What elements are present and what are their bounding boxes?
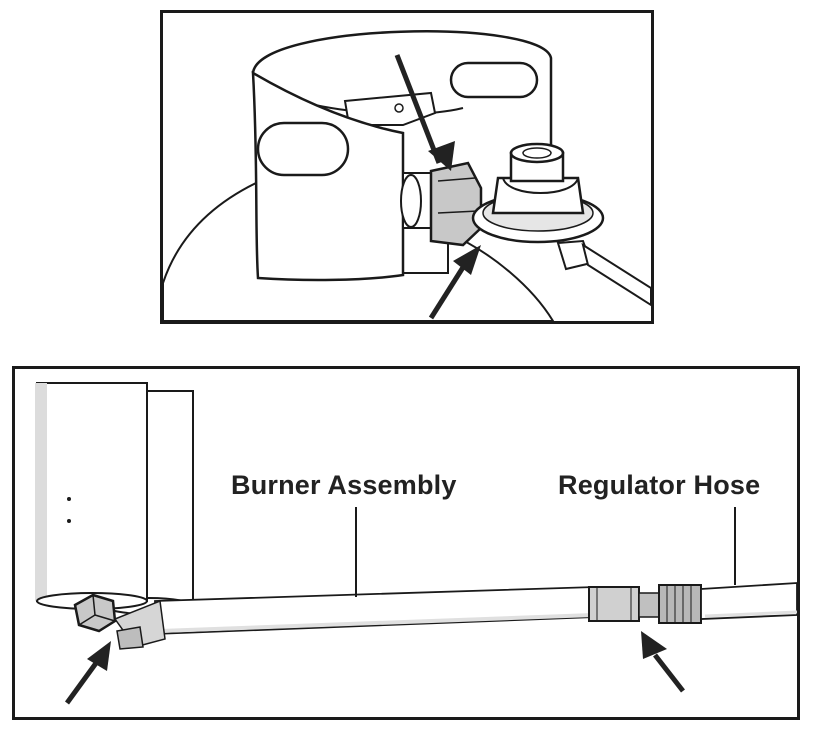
tank-connection-illustration bbox=[163, 30, 651, 321]
arrowhead-upper bbox=[428, 141, 455, 171]
regulator-hose bbox=[700, 582, 797, 620]
arrowhead-left bbox=[87, 641, 111, 671]
hose-connection-illustration bbox=[35, 382, 797, 705]
burner-assembly-label: Burner Assembly bbox=[231, 470, 457, 500]
regulator-hose-label: Regulator Hose bbox=[558, 470, 761, 500]
arrowhead-right bbox=[641, 631, 667, 659]
arrow-lower bbox=[428, 259, 470, 320]
coupling-nut bbox=[429, 161, 483, 247]
handle-cutout-front bbox=[256, 121, 350, 177]
arrow-left bbox=[64, 657, 102, 705]
regulator-hose-top bbox=[581, 242, 651, 307]
tank-connection-panel bbox=[160, 10, 654, 324]
burner-cylinder-front bbox=[36, 382, 148, 602]
knurled-nut bbox=[658, 584, 702, 624]
arrow-upper bbox=[394, 54, 442, 164]
handle-cutout-right bbox=[449, 61, 539, 99]
arrow-right bbox=[653, 653, 685, 693]
arrowhead-lower bbox=[453, 245, 481, 275]
hose-connection-panel: Burner Assembly Regulator Hose bbox=[12, 366, 800, 720]
